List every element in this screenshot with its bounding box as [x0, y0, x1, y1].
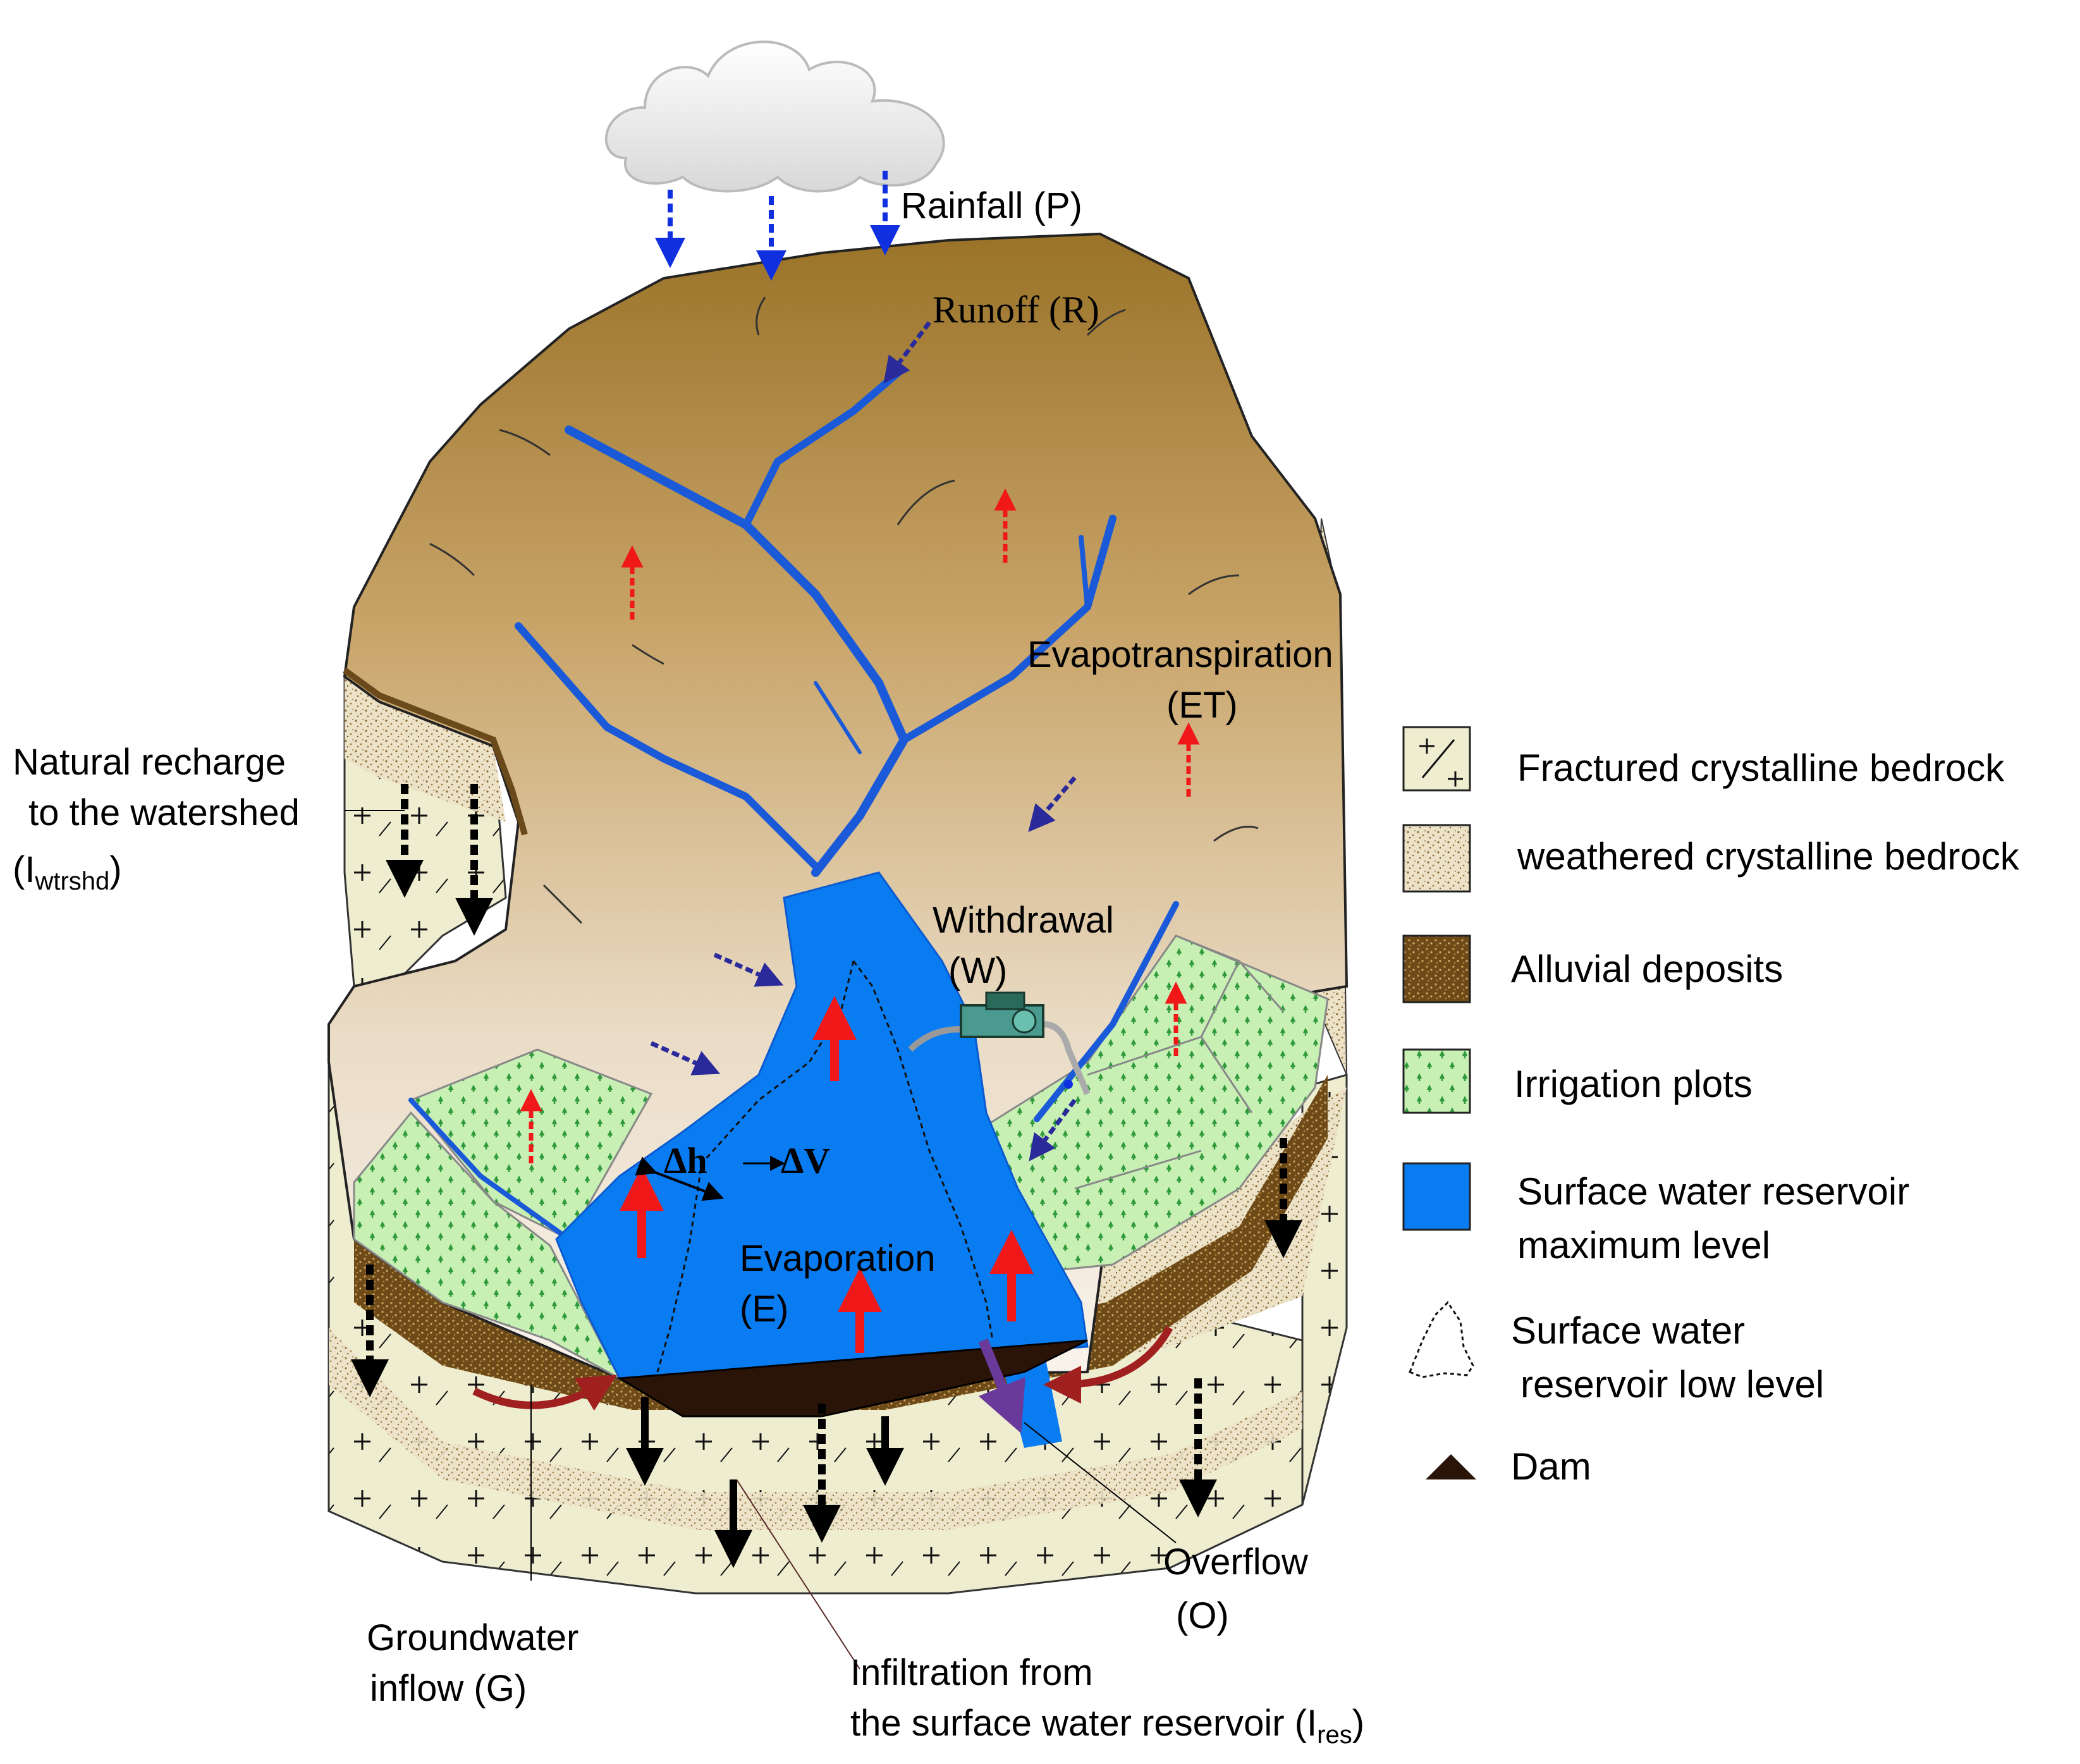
terrain-cliff-edge: [343, 667, 528, 836]
overflow-label-line1: Overflow: [1163, 1541, 1309, 1583]
svg-text:weathered crystalline bedrock: weathered crystalline bedrock: [1517, 835, 2020, 878]
svg-text:Alluvial deposits: Alluvial deposits: [1511, 948, 1783, 990]
inflow-arrow: [472, 1375, 617, 1411]
svg-text:Fractured crystalline bedrock: Fractured crystalline bedrock: [1517, 747, 2005, 789]
svg-text:maximum level: maximum level: [1517, 1224, 1770, 1266]
legend: Fractured crystalline bedrock weathered …: [1402, 726, 2020, 1488]
recharge-label-line3: (Iwtrshd): [13, 849, 122, 895]
terrain-contours: [429, 297, 1259, 924]
svg-text:Irrigation plots: Irrigation plots: [1514, 1063, 1753, 1105]
dam: [616, 1339, 1088, 1418]
legend-item-reservoir-low: Surface water reservoir low level: [1409, 1301, 1824, 1406]
legend-item-dam: Dam: [1426, 1445, 1591, 1488]
legend-item-alluvial: Alluvial deposits: [1402, 934, 1783, 1003]
recharge-label-line1: Natural recharge: [13, 742, 286, 783]
evapotranspiration-arrows: [520, 488, 1200, 1163]
groundwater-inflow-arrows: [472, 1326, 1173, 1411]
runoff-label: Runoff (R): [933, 289, 1099, 331]
runoff-arrow: [713, 952, 784, 987]
evaporation-label-line2: (E): [740, 1289, 788, 1330]
stream-network: [408, 369, 1179, 1242]
svg-text:reservoir low level: reservoir low level: [1520, 1363, 1824, 1406]
svg-text:Surface water: Surface water: [1511, 1309, 1745, 1352]
recharge-arrows: [351, 784, 1302, 1568]
runoff-arrow: [650, 1041, 721, 1075]
groundwater-label-line2: inflow (G): [370, 1668, 527, 1709]
rainfall-label: Rainfall (P): [901, 185, 1082, 226]
delta-h-label: Δh: [664, 1140, 707, 1181]
infiltration-label-line1: Infiltration from: [850, 1652, 1093, 1693]
runoff-arrow: [1028, 776, 1077, 832]
evapotranspiration-label-line1: Evapotranspiration: [1027, 634, 1333, 675]
inflow-arrow: [1043, 1326, 1173, 1404]
delta-v-label: ΔV: [781, 1140, 830, 1181]
groundwater-label-line1: Groundwater: [367, 1617, 578, 1658]
runoff-arrow: [883, 321, 931, 384]
leader-lines: [345, 810, 1177, 1670]
cloud-icon: [604, 40, 945, 193]
withdrawal-label-line1: Withdrawal: [933, 900, 1114, 941]
legend-item-reservoir-max: Surface water reservoir maximum level: [1402, 1162, 1909, 1266]
legend-item-irrigation: Irrigation plots: [1402, 1048, 1753, 1114]
legend-item-weathered: weathered crystalline bedrock: [1402, 824, 2020, 893]
pump-icon: [908, 991, 1091, 1095]
infiltration-label-line2: the surface water reservoir (Ires): [850, 1703, 1364, 1749]
overflow-label-line2: (O): [1176, 1595, 1229, 1636]
rainfall-arrows: [655, 171, 900, 281]
svg-text:Surface water reservoir: Surface water reservoir: [1517, 1170, 1909, 1213]
overflow-arrow: [978, 1338, 1025, 1434]
runoff-arrows: [650, 321, 1077, 1161]
legend-item-fractured: Fractured crystalline bedrock: [1402, 726, 2005, 792]
evapotranspiration-label-line2: (ET): [1166, 685, 1238, 726]
svg-text:Dam: Dam: [1511, 1445, 1591, 1488]
evaporation-label-line1: Evaporation: [740, 1238, 936, 1279]
recharge-label-line2: to the watershed: [28, 792, 300, 833]
level-change-annotation: [635, 1156, 785, 1201]
runoff-arrow: [1029, 1098, 1077, 1161]
withdrawal-label-line2: (W): [948, 950, 1007, 991]
